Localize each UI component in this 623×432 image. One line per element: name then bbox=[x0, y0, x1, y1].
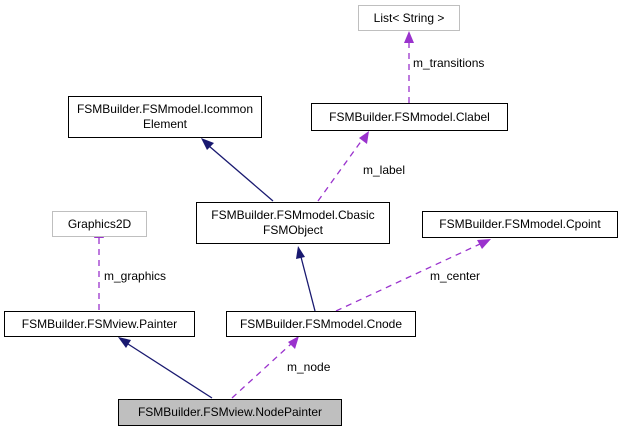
node-label: FSMBuilder.FSMview.NodePainter bbox=[137, 405, 323, 419]
node-label-line-2: Element bbox=[142, 117, 188, 131]
node-label: FSMBuilder.FSMmodel.Cpoint bbox=[439, 217, 601, 231]
node-clabel[interactable]: FSMBuilder.FSMmodel.Clabel bbox=[311, 103, 508, 131]
edge-label-m-graphics: m_graphics bbox=[104, 269, 167, 283]
node-cbasic-fsmobject[interactable]: FSMBuilder.FSMmodel.Cbasic FSMObject bbox=[196, 202, 390, 244]
node-label-line-1: FSMBuilder.FSMmodel.Icommon bbox=[76, 102, 254, 116]
edge-label-m-label: m_label bbox=[363, 163, 406, 177]
inheritance-edge-cnode-cbasic bbox=[296, 246, 316, 312]
edge-label-m-node: m_node bbox=[287, 360, 331, 374]
usage-edge-m-node bbox=[231, 336, 299, 399]
node-label: FSMBuilder.FSMmodel.Cnode bbox=[239, 316, 403, 331]
usage-edge-m-transitions bbox=[404, 31, 414, 103]
node-label: FSMBuilder.FSMmodel.Clabel bbox=[329, 109, 490, 124]
node-cnode[interactable]: FSMBuilder.FSMmodel.Cnode bbox=[226, 311, 416, 337]
node-icommon-element[interactable]: FSMBuilder.FSMmodel.Icommon Element bbox=[68, 96, 262, 138]
node-cpoint[interactable]: FSMBuilder.FSMmodel.Cpoint bbox=[422, 211, 618, 238]
inheritance-edge-cbasic-icommon bbox=[201, 138, 274, 202]
edge-label-m-transitions: m_transitions bbox=[413, 56, 485, 70]
node-painter[interactable]: FSMBuilder.FSMview.Painter bbox=[4, 311, 195, 337]
usage-edge-m-graphics bbox=[94, 226, 104, 310]
node-label: FSMBuilder.FSMview.Painter bbox=[21, 316, 178, 331]
node-node-painter[interactable]: FSMBuilder.FSMview.NodePainter bbox=[118, 399, 342, 426]
edge-label-m-center: m_center bbox=[430, 269, 481, 283]
node-label-line-1: FSMBuilder.FSMmodel.Cbasic bbox=[211, 208, 375, 222]
inheritance-edge-nodepainter-painter bbox=[118, 337, 213, 399]
usage-edge-m-center bbox=[335, 239, 491, 312]
node-label: Graphics2D bbox=[67, 216, 132, 231]
node-list-string[interactable]: List< String > bbox=[358, 5, 460, 31]
node-label-line-2: FSMObject bbox=[262, 223, 323, 237]
usage-edge-m-label bbox=[317, 131, 369, 202]
node-label: List< String > bbox=[373, 10, 445, 25]
node-graphics2d[interactable]: Graphics2D bbox=[52, 211, 147, 237]
